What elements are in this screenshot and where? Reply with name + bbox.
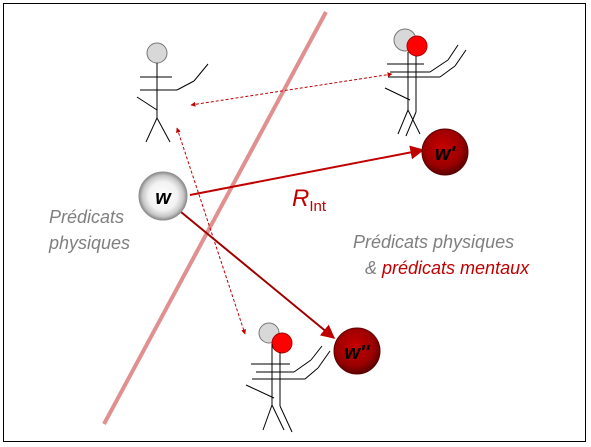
world-w-prime-node: w' (421, 128, 469, 176)
dashed-arrow-top (190, 72, 393, 107)
right-label-ampersand: & (365, 258, 383, 278)
divider-line (102, 11, 328, 425)
arrow-w-to-w-prime (189, 145, 425, 196)
world-w-node: w (138, 171, 188, 221)
left-label-line1: Prédicats (49, 207, 125, 227)
stick-figure-top-right (384, 28, 467, 137)
world-w-label: w (155, 187, 172, 209)
world-w-double-prime-label: w'' (344, 342, 370, 364)
relation-label: RInt (292, 185, 327, 215)
world-w-prime-label: w' (435, 143, 457, 165)
left-label-line2: physiques (49, 233, 131, 253)
right-label-line1: Prédicats physiques (353, 232, 515, 252)
world-w-double-prime-node: w'' (333, 327, 381, 375)
dashed-arrow-bottom (176, 127, 246, 335)
diagram-frame (3, 3, 586, 442)
right-label-line2: & prédicats mentaux (365, 259, 529, 277)
relation-subscript: Int (309, 198, 327, 215)
stick-figure-top-left (136, 42, 209, 143)
stick-figure-bottom (245, 322, 331, 433)
relation-symbol: R (292, 185, 310, 212)
arrow-w-to-w-double (180, 211, 336, 339)
right-label-mental: prédicats mentaux (382, 258, 530, 278)
